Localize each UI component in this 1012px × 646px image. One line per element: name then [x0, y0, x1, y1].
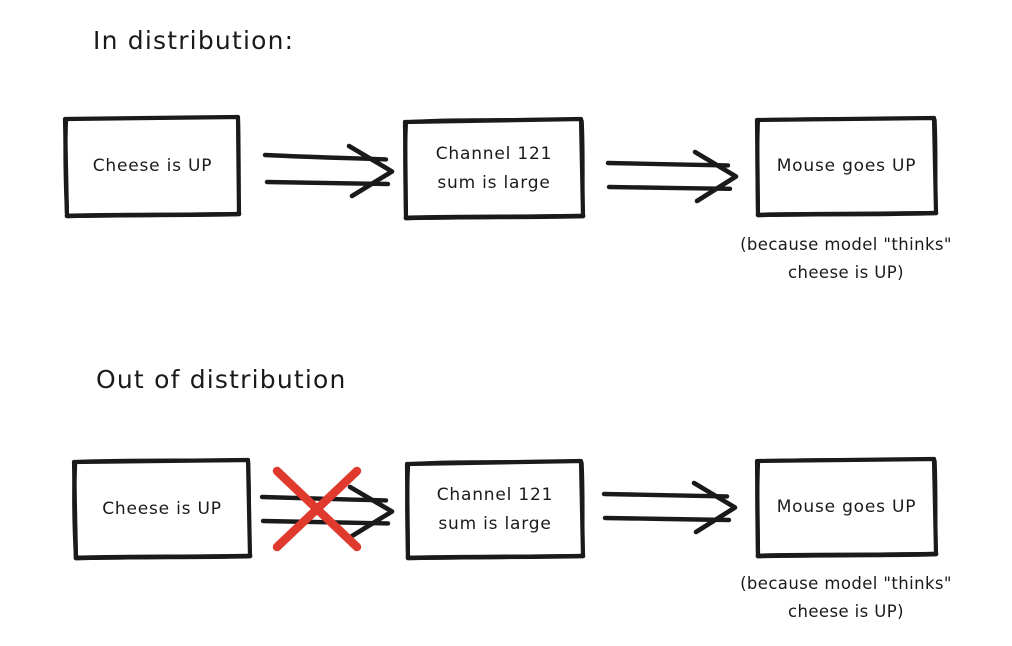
node-box-mouse-up-bottom[interactable]: [754, 456, 939, 559]
caption-out-of-distribution-line1: (because model "thinks": [740, 574, 952, 593]
node-label-channel-121-top-line2: sum is large: [437, 172, 551, 193]
node-box-channel-121-bottom[interactable]: [404, 458, 586, 561]
node-label-cheese-up-bottom: Cheese is UP: [102, 498, 222, 519]
section-heading-in-distribution: In distribution:: [93, 26, 295, 55]
node-label-cheese-up-top: Cheese is UP: [92, 156, 213, 177]
node-label-channel-121-bottom-line1: Channel 121: [436, 485, 554, 506]
caption-out-of-distribution: (because model "thinks" cheese is UP): [718, 572, 974, 624]
caption-in-distribution-line2: cheese is UP): [788, 262, 904, 282]
caption-out-of-distribution-line2: cheese is UP): [788, 601, 904, 621]
node-label-channel-121-top-wrap: Channel 121 sum is large: [405, 119, 583, 218]
node-label-channel-121-bottom-wrap: Channel 121 sum is large: [407, 461, 583, 558]
node-box-channel-121-top[interactable]: [402, 116, 586, 221]
caption-in-distribution-line1: (because model "thinks": [740, 235, 952, 254]
edge-channel-to-mouse-top: [605, 149, 739, 204]
node-label-mouse-up-top: Mouse goes UP: [776, 156, 917, 177]
edge-channel-to-mouse-bottom: [601, 480, 738, 535]
node-label-mouse-up-bottom-wrap: Mouse goes UP: [757, 459, 936, 556]
section-heading-out-of-distribution: Out of distribution: [96, 365, 347, 394]
caption-in-distribution: (because model "thinks" cheese is UP): [718, 233, 974, 285]
node-label-channel-121-bottom-line2: sum is large: [438, 513, 552, 534]
node-label-mouse-up-top-wrap: Mouse goes UP: [757, 118, 936, 215]
node-box-cheese-up-bottom[interactable]: [71, 457, 253, 561]
node-label-cheese-up-bottom-wrap: Cheese is UP: [74, 460, 250, 558]
node-box-cheese-up-top[interactable]: [62, 114, 242, 219]
edge-cheese-to-channel-top: [262, 143, 395, 199]
node-box-mouse-up-top[interactable]: [754, 115, 939, 218]
red-x-cross-mark: [272, 466, 362, 552]
node-label-mouse-up-bottom: Mouse goes UP: [776, 497, 917, 518]
node-label-cheese-up-top-wrap: Cheese is UP: [65, 117, 240, 216]
node-label-channel-121-top-line1: Channel 121: [435, 144, 553, 165]
